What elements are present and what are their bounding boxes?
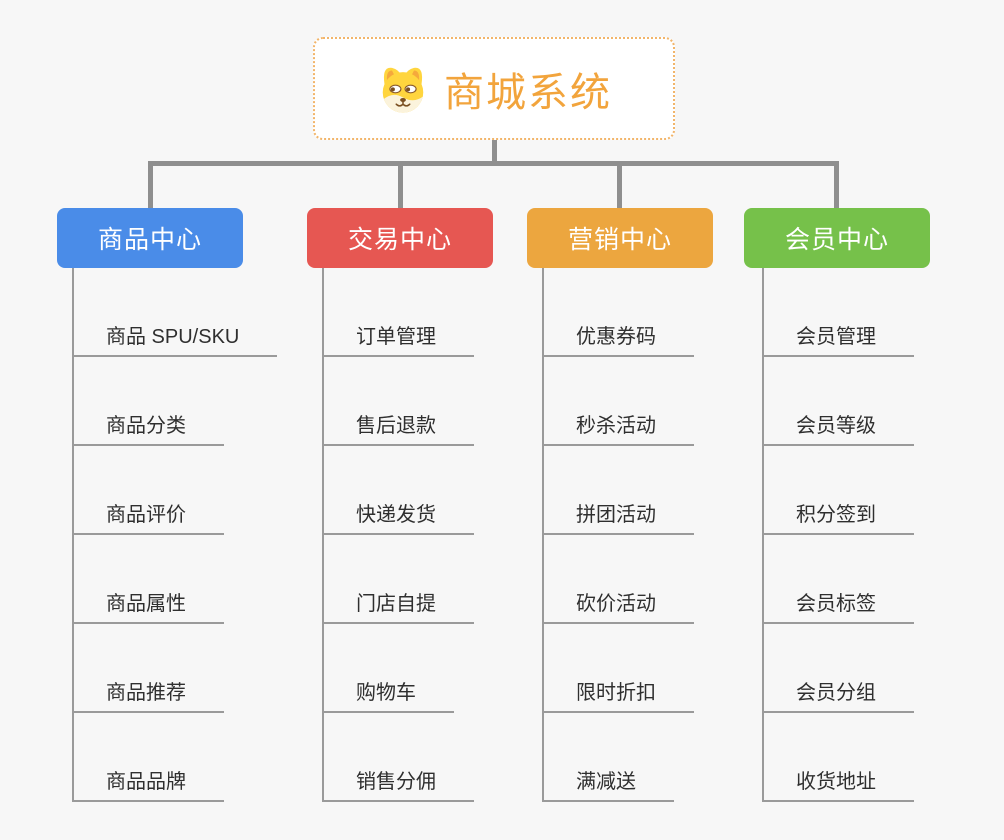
doge-icon: [382, 67, 424, 113]
leaf-node[interactable]: 优惠券码: [542, 320, 694, 357]
connector-drop-member: [834, 161, 839, 208]
leaf-node[interactable]: 砍价活动: [542, 587, 694, 624]
connector-drop-product: [148, 161, 153, 208]
leaf-node[interactable]: 满减送: [542, 765, 674, 802]
leaf-node[interactable]: 积分签到: [762, 498, 914, 535]
leaf-node[interactable]: 购物车: [322, 676, 454, 713]
branch-line-product: [72, 268, 74, 802]
leaf-node[interactable]: 商品评价: [72, 498, 224, 535]
leaf-node[interactable]: 商品属性: [72, 587, 224, 624]
branch-line-marketing: [542, 268, 544, 802]
leaf-node[interactable]: 会员分组: [762, 676, 914, 713]
branch-header-product-center[interactable]: 商品中心: [57, 208, 243, 268]
leaf-node[interactable]: 售后退款: [322, 409, 474, 446]
connector-drop-trade: [398, 161, 403, 208]
leaf-node[interactable]: 秒杀活动: [542, 409, 694, 446]
leaf-node[interactable]: 拼团活动: [542, 498, 694, 535]
root-title: 商城系统: [444, 70, 612, 115]
root-node[interactable]: 商城系统: [313, 37, 675, 140]
leaf-node[interactable]: 商品推荐: [72, 676, 224, 713]
leaf-node[interactable]: 门店自提: [322, 587, 474, 624]
branch-header-marketing-center[interactable]: 营销中心: [527, 208, 713, 268]
leaf-node[interactable]: 快递发货: [322, 498, 474, 535]
leaf-node[interactable]: 会员等级: [762, 409, 914, 446]
leaf-node[interactable]: 会员管理: [762, 320, 914, 357]
connector-drop-marketing: [617, 161, 622, 208]
leaf-node[interactable]: 销售分佣: [322, 765, 474, 802]
connector-root-stem: [492, 139, 497, 164]
leaf-node[interactable]: 会员标签: [762, 587, 914, 624]
leaf-node[interactable]: 限时折扣: [542, 676, 694, 713]
branch-line-trade: [322, 268, 324, 802]
leaf-node[interactable]: 商品分类: [72, 409, 224, 446]
branch-header-member-center[interactable]: 会员中心: [744, 208, 930, 268]
leaf-node[interactable]: 商品品牌: [72, 765, 224, 802]
branch-line-member: [762, 268, 764, 802]
leaf-node[interactable]: 收货地址: [762, 765, 914, 802]
branch-header-trade-center[interactable]: 交易中心: [307, 208, 493, 268]
leaf-node[interactable]: 商品 SPU/SKU: [72, 320, 278, 357]
leaf-node[interactable]: 订单管理: [322, 320, 474, 357]
connector-horizontal-rail: [148, 161, 839, 166]
